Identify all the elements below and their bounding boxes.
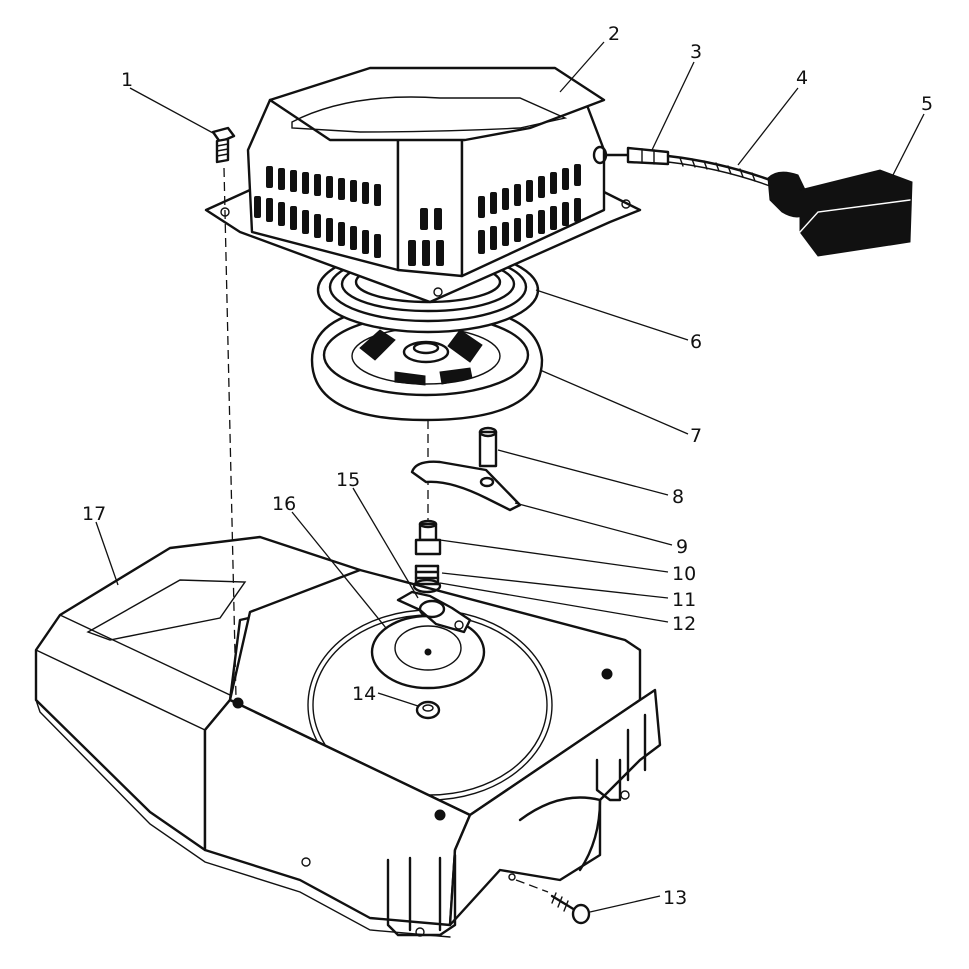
callout-14: 14 xyxy=(352,683,376,705)
housing-vents-center xyxy=(408,208,444,266)
callout-12: 12 xyxy=(672,613,696,635)
callout-4: 4 xyxy=(796,67,808,89)
callout-11: 11 xyxy=(672,589,696,611)
leader-lines xyxy=(95,41,925,913)
starter-rope xyxy=(666,154,772,187)
starter-handle xyxy=(767,169,913,257)
recoil-housing xyxy=(204,66,642,304)
bolt-axis-line xyxy=(223,167,237,699)
callout-5: 5 xyxy=(921,93,933,115)
callout-labels: 1 2 3 4 5 6 7 8 9 10 11 12 13 14 15 16 1… xyxy=(82,23,933,909)
callout-8: 8 xyxy=(672,486,684,508)
callout-15: 15 xyxy=(336,469,360,491)
callout-2: 2 xyxy=(608,23,620,45)
rope-pulley xyxy=(310,303,544,422)
pawl-retainer xyxy=(396,590,472,634)
housing-vents-left xyxy=(254,166,381,258)
callout-13: 13 xyxy=(663,887,687,909)
spring-washer xyxy=(414,564,440,586)
friction-plate xyxy=(412,578,442,594)
starter-cup xyxy=(370,614,486,690)
side-screw xyxy=(550,892,591,925)
housing-vents-right xyxy=(478,164,581,254)
pawl xyxy=(410,460,522,512)
blower-housing xyxy=(34,535,662,938)
flange-bolt xyxy=(211,126,236,164)
callout-6: 6 xyxy=(690,331,702,353)
pawl-pin xyxy=(478,426,498,468)
callout-16: 16 xyxy=(272,493,296,515)
callout-1: 1 xyxy=(121,69,133,91)
callout-9: 9 xyxy=(676,536,688,558)
callout-10: 10 xyxy=(672,563,696,585)
screw-axis-line xyxy=(515,879,549,893)
callout-7: 7 xyxy=(690,425,702,447)
flange-nut xyxy=(415,700,441,720)
center-bolt xyxy=(414,519,442,556)
callout-3: 3 xyxy=(690,41,702,63)
rope-ferrule xyxy=(604,146,670,166)
callout-17: 17 xyxy=(82,503,106,525)
